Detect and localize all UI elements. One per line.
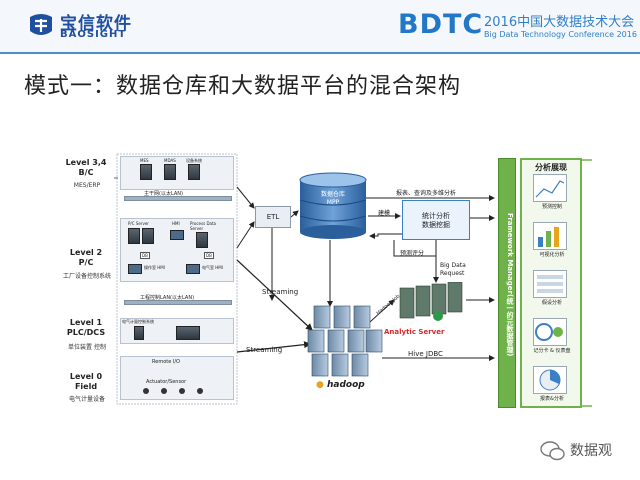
baosight-mark-icon [30, 14, 52, 35]
watermark-text: 数据观 [570, 443, 612, 459]
thumb-what-if [533, 270, 567, 298]
level-3-4-text: Level 3,4 B/C [65, 158, 107, 177]
baosight-logo: 宝信软件 BAOSIGHT [28, 9, 158, 43]
pc-server-2-icon [142, 228, 154, 244]
stats-mining-box [402, 200, 470, 240]
thumb-visual-analysis [533, 222, 567, 250]
process-data-server-icon [196, 232, 208, 248]
thumb-reports [533, 366, 567, 394]
data-warehouse-label: 数据仓库 MPP [305, 191, 361, 207]
header-divider [0, 52, 640, 54]
stats-mining-label: 统计分析 数据挖掘 [402, 212, 470, 230]
data-warehouse-cylinder-icon [299, 172, 367, 239]
hadoop-logo-text: hadoop [327, 380, 365, 390]
data-warehouse-text: 数据仓库 MPP [320, 191, 345, 206]
caption-scorecard: 记分卡 & 仪表盘 [533, 348, 571, 354]
level-1-label: Level 1 PLC/DCS [58, 318, 114, 338]
level-2-text: Level 2 P/C [69, 248, 103, 267]
caption-what-if: 假设分析 [541, 300, 562, 306]
level-3-4-label: Level 3,4 B/C [58, 158, 114, 178]
level-0-label: Level 0 Field [58, 372, 114, 392]
stats-mining-text: 统计分析 数据挖掘 [422, 212, 450, 229]
pc-server-label: P/C Server [128, 221, 149, 226]
caption-visual-analysis: 可视化分析 [539, 252, 565, 258]
big-data-request-text: Big Data Request [440, 262, 466, 277]
bdtc-chinese-title: 2016中国大数据技术大会 [484, 15, 635, 30]
hmi-label: HMI [172, 221, 180, 226]
plc-icon [134, 326, 144, 340]
process-data-server-label: Process Data Server [190, 221, 216, 231]
operation-hmi-label: 操作室 HMI [144, 265, 165, 270]
electrical-hmi-label: 电气室 HMI [202, 265, 223, 270]
level-2-label: Level 2 P/C [58, 248, 114, 268]
equipment-system-label: 设备系统 [186, 158, 202, 163]
predictive-chart-icon [535, 180, 565, 198]
big-data-request-label: Big Data Request [440, 262, 466, 278]
scorecard-icon [535, 323, 563, 341]
thumb-scorecard [533, 318, 567, 346]
mdas-server-icon [164, 164, 176, 180]
pc-server-icon [128, 228, 140, 244]
level-1-sub: 单位装置 控制 [68, 344, 106, 351]
analytic-server-cluster-icon [399, 282, 463, 321]
hadoop-logo: ● hadoop [316, 380, 365, 390]
main-lan-bar [124, 196, 232, 201]
tier-0-box [120, 356, 234, 400]
control-lan-bar [124, 300, 232, 305]
streaming-label-upper: Streaming [262, 288, 299, 296]
streaming-label-lower: Streaming [246, 346, 283, 354]
header: 宝信软件 BAOSIGHT BDTC 2016中国大数据技术大会 Big Dat… [0, 0, 640, 52]
wechat-icon [540, 441, 565, 461]
field-devices-icon [143, 388, 203, 394]
bdtc-mark: BDTC [398, 9, 484, 40]
actuator-sensor-label: Actuator/Sensor [146, 379, 187, 385]
bdtc-english-title: Big Data Technology Conference 2016 [484, 30, 637, 39]
hadoop-elephant-icon: ● [316, 380, 324, 390]
analytic-server-label: Analytic Server [384, 328, 445, 336]
level-1-text: Level 1 PLC/DCS [66, 318, 106, 337]
caption-reports: 报表&分析 [540, 396, 564, 402]
hmi-screen-icon [170, 230, 184, 240]
db-badge-right: DB [204, 252, 214, 259]
caption-predictive-control: 预测控制 [541, 204, 562, 210]
mdas-label: MDAS [164, 158, 176, 163]
hadoop-cluster-icon [307, 305, 383, 377]
level-3-4-sub: MES/ERP [73, 182, 101, 189]
mes-server-icon [140, 164, 152, 180]
remote-io-label: Remote I/O [152, 359, 180, 365]
what-if-icon [537, 275, 563, 293]
slide-title: 模式一：数据仓库和大数据平台的混合架构 [24, 74, 462, 99]
modeling-label: 建模 [378, 210, 391, 217]
equipment-server-icon [188, 164, 200, 180]
reports-icon [539, 369, 561, 391]
bdtc-logo: BDTC 2016中国大数据技术大会 Big Data Technology C… [398, 9, 637, 45]
etl-box: ETL [255, 206, 291, 228]
report-flow-label: 报表、查询及多维分析 [396, 190, 457, 197]
visual-analysis-icon [538, 227, 559, 247]
tier-3-4-box [120, 156, 234, 190]
control-lan-label: 工程控制LAN(以太LAN) [140, 295, 195, 301]
forecast-label: 预测评分 [400, 250, 425, 257]
electrical-hmi-icon [186, 264, 200, 274]
electrical-control-label: 电气计量控制系统 [122, 319, 154, 324]
logo-english-text: BAOSIGHT [60, 29, 127, 40]
hive-jdbc-label: Hive JDBC [408, 350, 443, 358]
level-0-text: Level 0 Field [69, 372, 103, 391]
thumb-predictive-control [533, 174, 567, 202]
db-badge-left: DB [140, 252, 150, 259]
main-lan-label: 主干网(以太LAN) [144, 191, 183, 197]
analysis-title: 分析展现 [535, 163, 567, 172]
dcs-rack-icon [176, 326, 200, 340]
level-0-sub: 电气计量设备 [68, 396, 105, 403]
level-2-sub: 工厂设备控制系统 [62, 273, 111, 280]
mes-label: MES [140, 158, 149, 163]
logo-chinese-text: 宝信软件 [60, 14, 132, 34]
framework-manager-bar [498, 158, 516, 408]
framework-manager-label: Framework Manager(统一的元数据管理) [506, 213, 514, 357]
operation-hmi-icon [128, 264, 142, 274]
